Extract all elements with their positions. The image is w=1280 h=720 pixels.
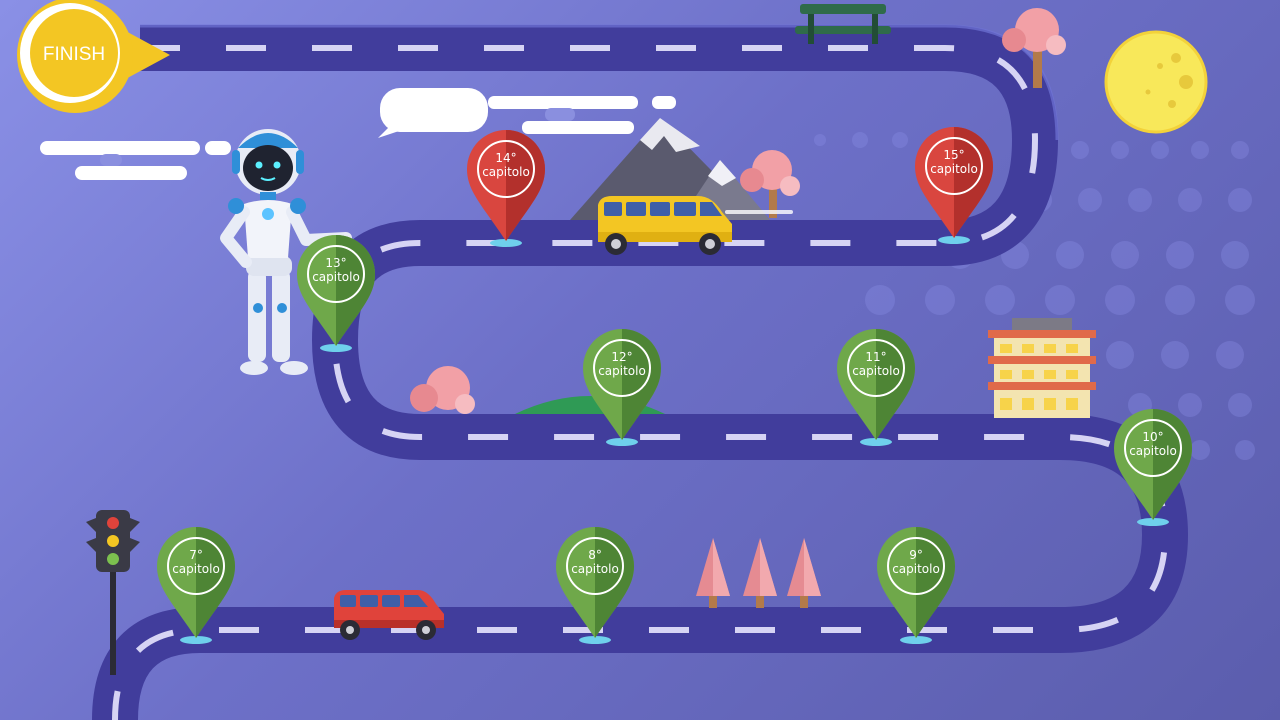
chapter-word: capitolo: [852, 364, 900, 378]
chapter-word: capitolo: [892, 562, 940, 576]
chapter-pin-7[interactable]: 7° capitolo: [157, 527, 235, 644]
chapter-number: 14°: [495, 151, 516, 165]
finish-label: FINISH: [43, 44, 105, 65]
chapter-pin-11[interactable]: 11° capitolo: [837, 329, 915, 446]
chapter-word: capitolo: [930, 162, 978, 176]
chapter-pin-13[interactable]: 13° capitolo: [297, 235, 375, 352]
chapter-number: 9°: [909, 548, 923, 562]
chapter-pin-14[interactable]: 14° capitolo: [467, 130, 545, 247]
chapter-word: capitolo: [571, 562, 619, 576]
chapter-pin-12[interactable]: 12° capitolo: [583, 329, 661, 446]
chapter-word: capitolo: [312, 270, 360, 284]
chapter-word: capitolo: [598, 364, 646, 378]
chapter-pin-10[interactable]: 10° capitolo: [1114, 409, 1192, 526]
chapter-number: 10°: [1142, 430, 1163, 444]
chapter-number: 11°: [865, 350, 886, 364]
chapter-pin-9[interactable]: 9° capitolo: [877, 527, 955, 644]
chapter-number: 12°: [611, 350, 632, 364]
chapter-number: 15°: [943, 148, 964, 162]
chapter-word: capitolo: [482, 165, 530, 179]
chapter-pin-8[interactable]: 8° capitolo: [556, 527, 634, 644]
chapter-number: 13°: [325, 256, 346, 270]
chapter-word: capitolo: [172, 562, 220, 576]
chapter-word: capitolo: [1129, 444, 1177, 458]
chapter-pin-15[interactable]: 15° capitolo: [915, 127, 993, 244]
chapter-number: 8°: [588, 548, 602, 562]
chapter-number: 7°: [189, 548, 203, 562]
